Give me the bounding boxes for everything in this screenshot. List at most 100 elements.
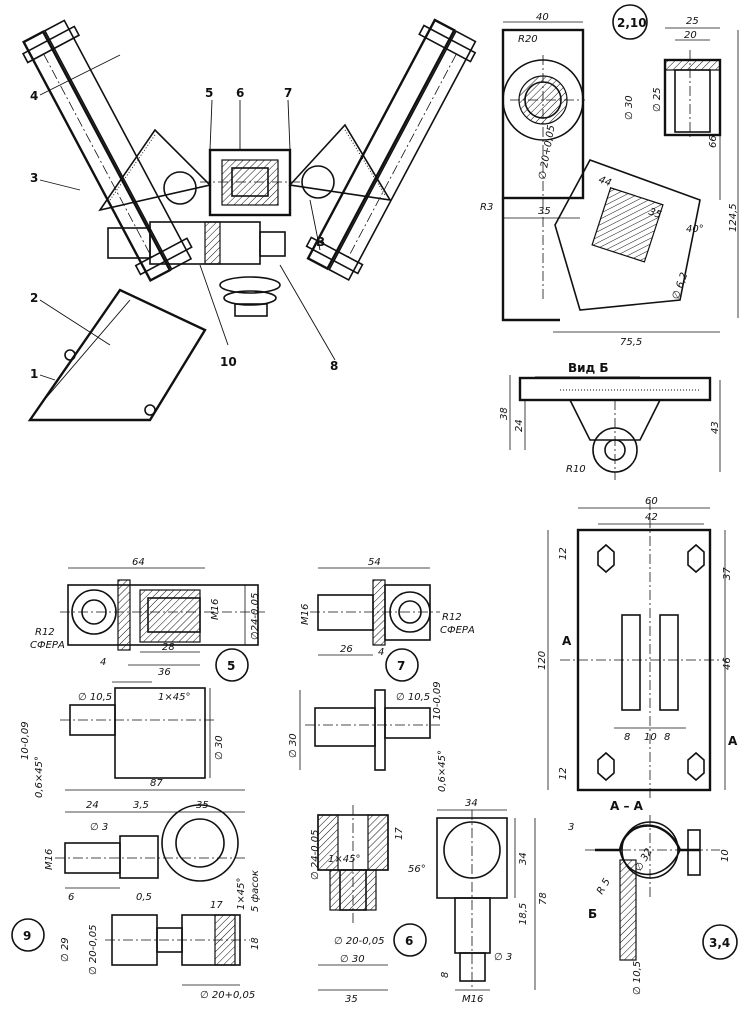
left-scale-plate (98, 128, 212, 212)
dim-64: 64 (132, 557, 145, 568)
dim-chamfer-9: 1×45° (236, 878, 247, 910)
dim-56deg: 56° (408, 864, 426, 875)
label-sphere-5: СФЕРА (30, 640, 65, 651)
callout-7: 7 (284, 86, 292, 100)
label-sphere-7: СФЕРА (440, 625, 475, 636)
right-scale-plate (288, 123, 392, 202)
dim-8-a: 8 (624, 732, 630, 743)
base-plate (27, 288, 207, 422)
dim-m16-9: M16 (44, 849, 55, 870)
callout-10: 10 (220, 355, 237, 369)
dim-43: 43 (710, 421, 721, 434)
detail-2-10-drawing (501, 4, 739, 333)
detail-3-4-number: 3,4 (709, 936, 730, 950)
dim-20: 20 (684, 30, 697, 41)
dim-m16-6: M16 (462, 994, 483, 1005)
callout-3: 3 (30, 171, 38, 185)
section-mark-a-left: А (562, 634, 572, 648)
callout-4: 4 (30, 89, 38, 103)
dim-34-width: 34 (465, 798, 478, 809)
dim-r12-7: R12 (442, 612, 462, 623)
dim-r10: R10 (566, 464, 586, 475)
detail-3-4-drawing (547, 500, 738, 961)
callout-1: 1 (30, 367, 38, 381)
dim-42: 42 (645, 512, 658, 523)
dim-124-5: 124,5 (728, 203, 739, 232)
dim-r12-5: R12 (35, 627, 55, 638)
label-5-chamfers: 5 фасок (250, 870, 261, 912)
detail-5-number: 5 (227, 659, 235, 673)
callout-B: В (316, 235, 325, 249)
dim-35-6: 35 (345, 994, 358, 1005)
dim-24: 24 (514, 419, 525, 432)
dim-40deg: 40° (686, 224, 704, 235)
dim-d30-5: ∅ 30 (214, 735, 225, 760)
dim-120: 120 (537, 651, 548, 670)
dim-d6-2: ∅ 6,2 (670, 271, 690, 301)
section-mark-a-right: А (728, 734, 738, 748)
dim-06-7: 0,6×45° (437, 750, 448, 792)
dim-17-6: 17 (394, 827, 405, 840)
detail-7-number: 7 (397, 659, 405, 673)
dim-36: 36 (158, 667, 171, 678)
dim-12-bottom: 12 (558, 767, 569, 780)
dim-3-5: 3,5 (133, 800, 149, 811)
view-b-title: Вид Б (568, 361, 609, 375)
dim-75-5: 75,5 (620, 337, 642, 348)
dim-35-b: 35 (647, 206, 663, 221)
dim-d25: ∅ 25 (652, 87, 663, 112)
dim-r3: R3 (480, 202, 493, 213)
dim-38: 38 (499, 407, 510, 420)
dim-12-top: 12 (558, 547, 569, 560)
dim-10-5: 10-0,09 (20, 721, 31, 760)
dim-37: 37 (722, 567, 733, 580)
dim-10-7: 10-0,09 (432, 681, 443, 720)
dim-chamfer-6: 1×45° (328, 854, 360, 865)
dim-40: 40 (536, 12, 549, 23)
dim-18: 18 (250, 937, 261, 950)
dim-10-aa: 10 (720, 849, 731, 862)
callout-2: 2 (30, 291, 38, 305)
detail-9-drawing (11, 789, 250, 986)
dim-60: 60 (645, 496, 658, 507)
dim-d10-5-5: ∅ 10,5 (78, 692, 112, 703)
dim-0-5: 0,5 (136, 892, 152, 903)
detail-7-drawing (299, 567, 440, 771)
detail-6-number: 6 (405, 934, 413, 948)
dim-d29: ∅ 29 (60, 937, 71, 962)
dim-25: 25 (686, 16, 699, 27)
dim-d20-minus: ∅ 20-0,05 (88, 925, 99, 976)
dim-87: 87 (150, 778, 163, 789)
dim-d24-5: ∅24-0,05 (250, 593, 261, 640)
dim-d20: ∅ 20+0,05 (537, 124, 557, 180)
dim-18-5: 18,5 (518, 903, 529, 925)
dim-34-height: 34 (518, 852, 529, 865)
section-a-a-title: А – А (610, 799, 644, 813)
central-hub (208, 148, 292, 217)
dim-06-5: 0,6×45° (34, 756, 45, 798)
dim-8-b: 8 (664, 732, 670, 743)
dim-28: 28 (162, 642, 175, 653)
dim-d30-7: ∅ 30 (288, 733, 299, 758)
dim-d3-9: ∅ 3 (90, 822, 108, 833)
callout-6: 6 (236, 86, 244, 100)
callout-5: 5 (205, 86, 213, 100)
detail-6-drawing (317, 805, 536, 991)
callout-8: 8 (330, 359, 338, 373)
view-mark-b: Б (588, 907, 597, 921)
dim-24-9: 24 (86, 800, 99, 811)
dim-44: 44 (597, 174, 613, 189)
assembly-view (21, 18, 477, 422)
dim-d20-6: ∅ 20-0,05 (334, 936, 385, 947)
dim-m16-5: M16 (210, 599, 221, 620)
dim-d30-6: ∅ 30 (340, 954, 365, 965)
dim-d24-6: ∅ 24-0,05 (310, 830, 321, 881)
dim-d30: ∅ 30 (624, 95, 635, 120)
view-b-drawing (509, 375, 721, 480)
dim-66: 66 (708, 135, 719, 148)
detail-2-10-number: 2,10 (617, 16, 647, 30)
dim-54: 54 (368, 557, 381, 568)
dim-35-a: 35 (538, 206, 551, 217)
dim-26: 26 (340, 644, 353, 655)
